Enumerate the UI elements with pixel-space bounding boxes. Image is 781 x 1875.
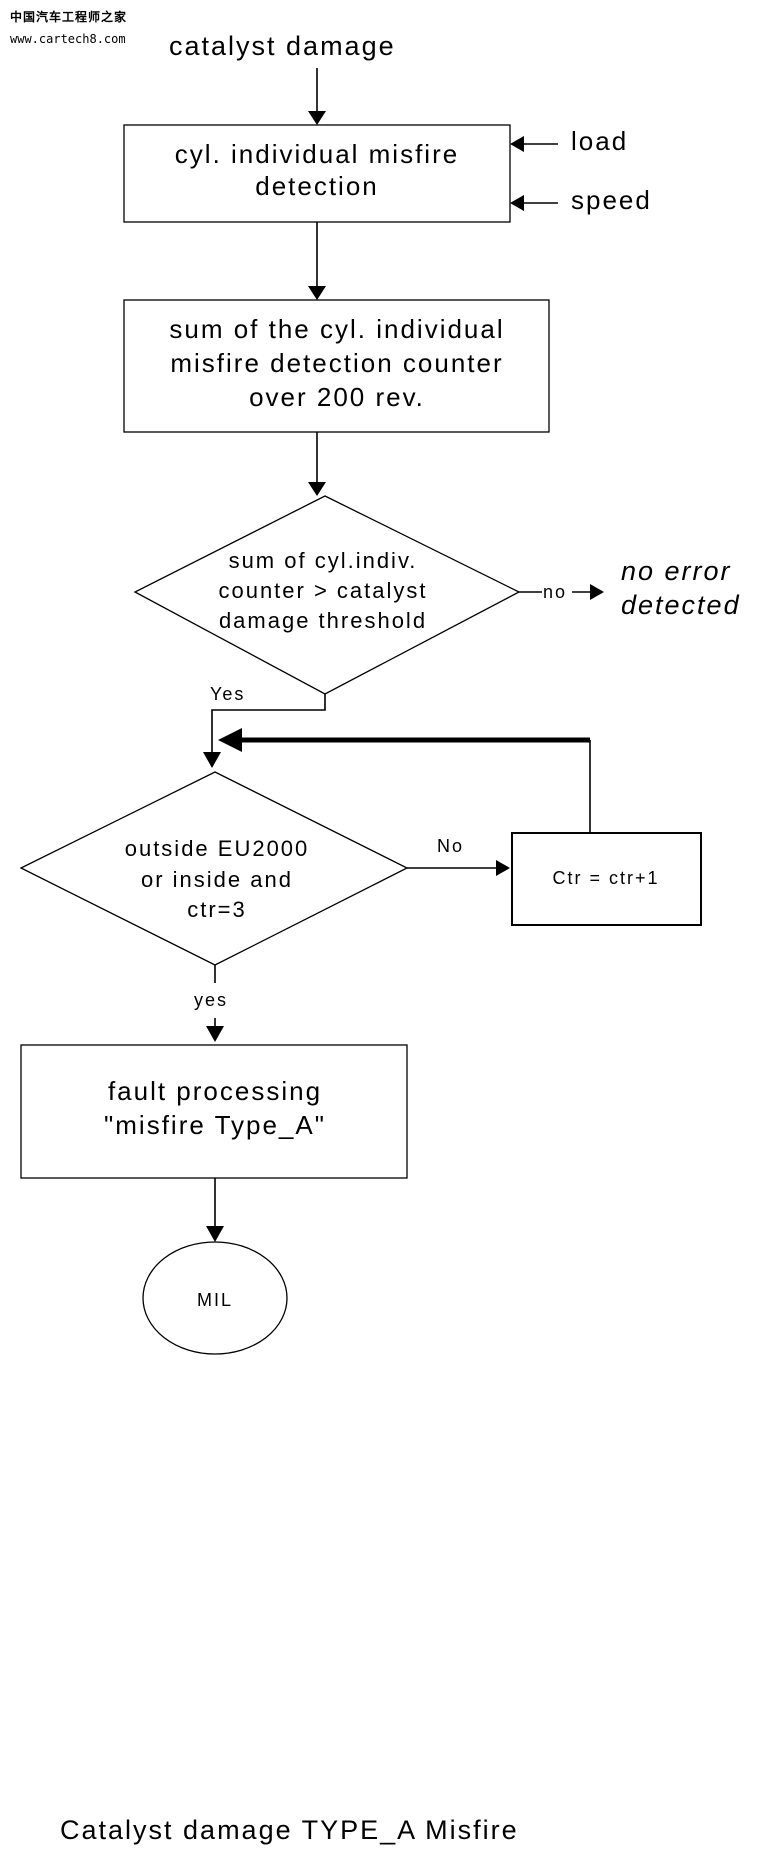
connector-threshold-yes [211,694,326,752]
threshold-line-1: sum of cyl.indiv. [229,548,418,573]
mil-label: MIL [197,1290,233,1310]
counter-increment-box [511,832,702,926]
arrowhead-fault-mil [206,1226,224,1242]
fault-processing-box [20,1044,408,1179]
diagram-caption: Catalyst damage TYPE_A Misfire [60,1815,519,1845]
eu-yes-label: yes [194,990,228,1010]
threshold-no-label: no [543,582,567,602]
arrowhead-speed [510,195,524,211]
eu-decision-line-2: or inside and [141,867,293,892]
input-load-label: load [571,126,628,156]
fault-box-line-2: "misfire Type_A" [104,1110,326,1140]
arrowhead-threshold-yes [203,752,221,768]
arrowhead-threshold-no [590,584,604,600]
no-error-line-1: no error [621,556,732,586]
counter-box-label: Ctr = ctr+1 [552,868,659,888]
start-label: catalyst damage [169,31,396,61]
eu-no-label: No [437,836,464,856]
misfire-box-line-1: cyl. individual misfire [175,139,459,169]
arrowhead-sum-threshold [308,482,326,496]
sum-box-line-3: over 200 rev. [249,382,425,412]
input-speed-label: speed [571,185,652,215]
misfire-box-line-2: detection [255,171,379,201]
threshold-line-3: damage threshold [219,608,427,633]
sum-counter-box [123,299,550,433]
arrowhead-eu-no [496,860,510,876]
eu-decision-line-3: ctr=3 [187,897,247,922]
eu-decision-line-1: outside EU2000 [125,836,310,861]
watermark-title: 中国汽车工程师之家 [10,9,127,24]
no-error-line-2: detected [621,590,741,620]
threshold-yes-label: Yes [210,684,245,704]
arrowhead-eu-yes [206,1026,224,1042]
sum-box-line-1: sum of the cyl. individual [169,314,504,344]
threshold-line-2: counter > catalyst [218,578,427,603]
mil-terminal-ellipse [142,1241,288,1355]
fault-box-line-1: fault processing [108,1076,322,1106]
arrowhead-feedback [218,728,242,752]
sum-box-line-2: misfire detection counter [170,348,503,378]
arrowhead-start [308,111,326,125]
arrowhead-misfire-sum [308,286,326,300]
watermark-url: www.cartech8.com [10,32,126,46]
arrowhead-load [510,136,524,152]
